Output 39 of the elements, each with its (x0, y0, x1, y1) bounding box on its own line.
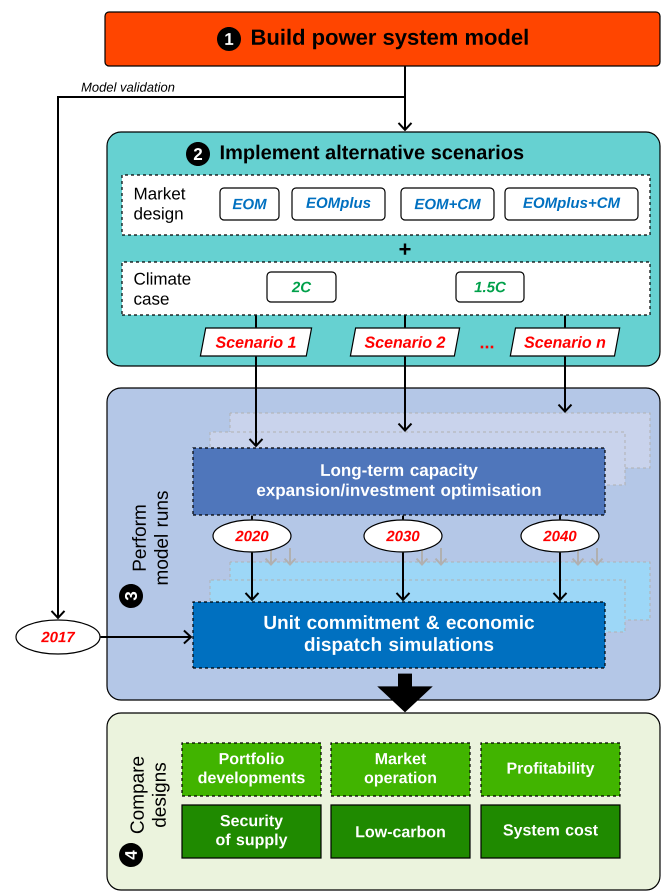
connector-line (559, 516, 561, 520)
option-box: 1.5C (455, 271, 525, 303)
arrow (248, 356, 264, 448)
arrow (50, 66, 406, 620)
arrow (244, 552, 260, 602)
scenario-box: Scenario 1 (200, 327, 312, 357)
option-box: EOM+CM (400, 187, 495, 221)
connector-line (255, 316, 257, 328)
arrow (552, 552, 568, 602)
process-box: Unit commitment & economic dispatch simulations (192, 601, 606, 669)
arrow (398, 356, 412, 432)
connector-line (564, 316, 566, 328)
option-box: EOMplus+CM (504, 187, 639, 221)
process-box: Long-term capacity expansion/investment optimisation (192, 447, 606, 516)
criterion-box: Market operation (330, 742, 471, 797)
step-number: 2 (186, 142, 210, 166)
option-box: EOM (219, 187, 280, 221)
criterion-box: Portfolio developments (181, 742, 322, 797)
criterion-box: Security of supply (181, 804, 322, 859)
plus-sign: + (400, 244, 411, 255)
arrow (100, 630, 192, 644)
scenario-box: Scenario n (510, 327, 620, 357)
connector-line (251, 516, 253, 520)
ellipsis-mark: ... (480, 346, 494, 348)
scenario-box: Scenario 2 (350, 327, 460, 357)
arrow (396, 552, 410, 602)
arrow (558, 356, 572, 413)
criterion-box: System cost (480, 804, 621, 859)
criterion-box: Low-carbon (330, 804, 471, 859)
step-number: 1 (217, 27, 241, 51)
step-number: 3 (119, 584, 143, 608)
option-box: 2C (266, 271, 337, 303)
criterion-box: Profitability (480, 742, 621, 797)
step-number: 4 (119, 843, 143, 867)
connector-line (404, 316, 406, 328)
option-box: EOMplus (291, 187, 386, 221)
edge-label: Model validation (80, 81, 176, 93)
connector-line (402, 516, 404, 520)
step-box: 1 Build power system model (104, 11, 661, 67)
